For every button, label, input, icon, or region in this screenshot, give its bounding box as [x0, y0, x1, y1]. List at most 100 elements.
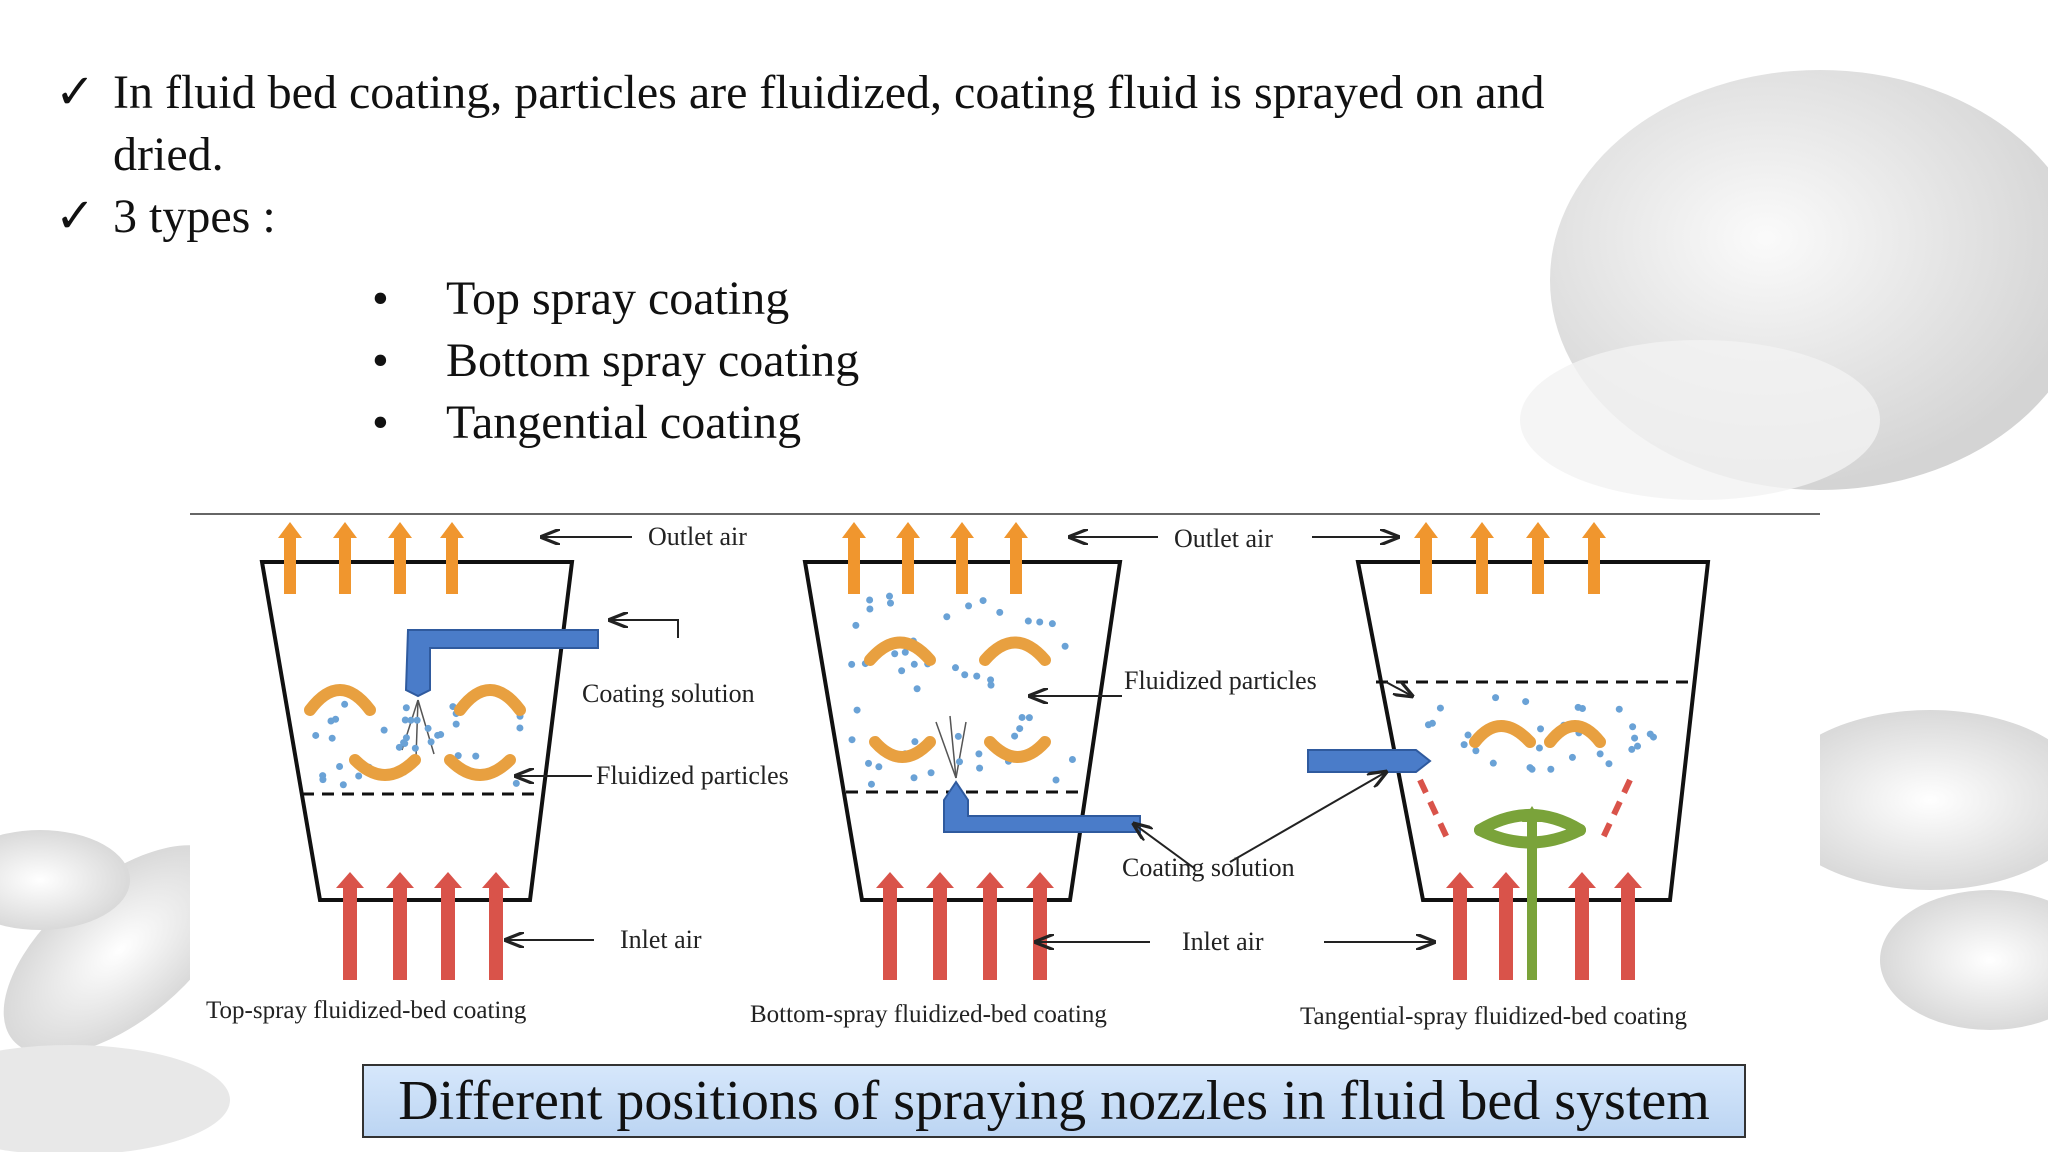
checkmark-icon: ✓: [55, 66, 96, 119]
particle: [927, 769, 935, 777]
particle: [1535, 744, 1543, 752]
sub-bullet-list: •Top spray coating •Bottom spray coating…: [372, 268, 859, 454]
particle: [973, 672, 981, 680]
sub-bullet-text: Tangential coating: [446, 396, 802, 449]
particle: [866, 605, 874, 613]
sub-bullet-text: Bottom spray coating: [446, 334, 860, 387]
particle: [979, 597, 987, 605]
particle: [328, 734, 336, 742]
inlet-arrow-head: [482, 872, 510, 888]
particle: [1052, 776, 1060, 784]
particle: [996, 608, 1004, 616]
inlet-arrow-head: [1492, 872, 1520, 888]
outlet-arrow-head: [333, 522, 357, 538]
particle: [886, 599, 894, 607]
particle: [910, 774, 918, 782]
inlet-arrow-shaft: [1621, 886, 1635, 980]
inlet-arrow-head: [386, 872, 414, 888]
dot-bullet-icon: •: [372, 272, 389, 325]
outlet-arrow-head: [1526, 522, 1550, 538]
top-spray-nozzle: [404, 629, 599, 698]
inlet-arrow-head: [336, 872, 364, 888]
particle: [865, 759, 873, 767]
bullet-text: In fluid bed coating, particles are flui…: [113, 66, 1545, 181]
bottom-spray-nozzle: [943, 780, 1141, 833]
outlet-arrow-head: [278, 522, 302, 538]
outlet-arrow-shaft: [284, 536, 296, 594]
particle: [1024, 617, 1032, 625]
particle: [1568, 753, 1576, 761]
inlet-arrow-shaft: [343, 886, 357, 980]
particle: [1436, 704, 1444, 712]
particle: [407, 716, 415, 724]
outlet-arrow-head: [388, 522, 412, 538]
bullet-item: ✓3 types :: [55, 186, 1655, 248]
sub-bullet-item: •Bottom spray coating: [372, 330, 859, 392]
dot-bullet-icon: •: [372, 396, 389, 449]
particle: [516, 724, 524, 732]
particle: [951, 664, 959, 672]
particle: [911, 738, 919, 746]
inlet-arrow-shaft: [933, 886, 947, 980]
particle: [1492, 694, 1500, 702]
inlet-arrow-head: [1614, 872, 1642, 888]
coating-solution-label: Coating solution: [582, 679, 755, 708]
outlet-arrow-shaft: [1476, 536, 1488, 594]
particle: [1628, 745, 1636, 753]
inlet-air-label: Inlet air: [1182, 927, 1264, 956]
particle: [319, 776, 327, 784]
fluidized-particles-label: Fluidized particles: [1124, 666, 1317, 695]
particle: [875, 763, 883, 771]
tangential-spray-caption: Tangential-spray fluidized-bed coating: [1300, 1003, 1687, 1030]
particle: [961, 671, 969, 679]
particle: [891, 650, 899, 658]
particle: [853, 706, 861, 714]
particle: [1061, 642, 1069, 650]
bullet-item: ✓ In fluid bed coating, particles are flu…: [55, 62, 1655, 186]
particle: [1634, 742, 1642, 750]
checkmark-icon: ✓: [55, 190, 96, 243]
particle: [976, 764, 984, 772]
inlet-air-label: Inlet air: [620, 925, 702, 954]
particle: [1596, 750, 1604, 758]
particle: [1068, 755, 1076, 763]
particle: [332, 715, 340, 723]
particle: [454, 752, 462, 760]
particle: [472, 752, 480, 760]
particle: [380, 726, 388, 734]
figure-title: Different positions of spraying nozzles …: [362, 1064, 1746, 1138]
particle: [336, 762, 344, 770]
outlet-arrow-head: [1470, 522, 1494, 538]
fluid-bed-diagram: Outlet air Outlet air Coating solution F…: [190, 510, 1820, 1040]
sub-bullet-text: Top spray coating: [446, 272, 790, 325]
inlet-arrow-shaft: [1033, 886, 1047, 980]
outlet-arrow-shaft: [1420, 536, 1432, 594]
particle: [848, 660, 856, 668]
outlet-arrow-shaft: [956, 536, 968, 594]
outlet-arrow-shaft: [1010, 536, 1022, 594]
particle: [1631, 734, 1639, 742]
red-flow-arrows: [1417, 778, 1633, 842]
outlet-arrow-shaft: [1588, 536, 1600, 594]
inlet-arrow-head: [1568, 872, 1596, 888]
inlet-arrow-head: [1026, 872, 1054, 888]
particle: [901, 648, 909, 656]
particle: [437, 731, 445, 739]
top-spray-chamber: [259, 560, 575, 902]
inlet-arrow-head: [1446, 872, 1474, 888]
outlet-arrow-shaft: [848, 536, 860, 594]
particle: [355, 772, 363, 780]
particle: [339, 781, 347, 789]
particle: [975, 750, 983, 758]
particle: [1472, 747, 1480, 755]
sub-bullet-item: • Tangential coating: [372, 392, 859, 454]
particle: [1464, 731, 1472, 739]
particle: [954, 732, 962, 740]
inlet-arrow-head: [876, 872, 904, 888]
particle: [401, 716, 409, 724]
particle: [1605, 760, 1613, 768]
outlet-arrow-head: [440, 522, 464, 538]
particle: [867, 780, 875, 788]
pointer-lines: [506, 537, 1434, 942]
inlet-arrow-head: [976, 872, 1004, 888]
